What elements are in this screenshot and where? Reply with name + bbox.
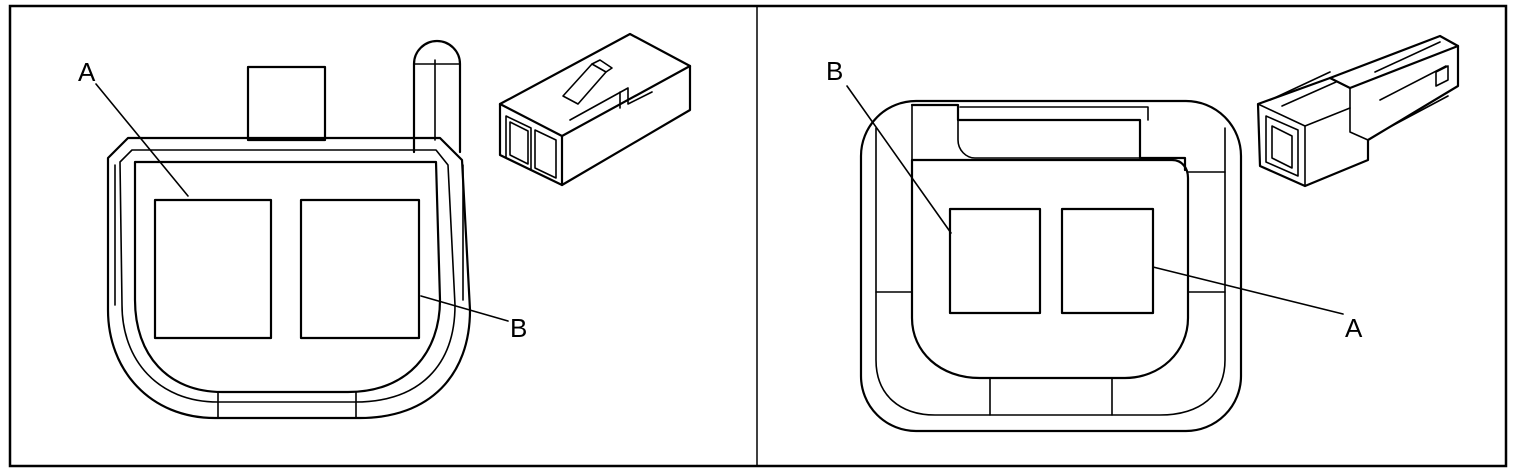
left-latch-tab <box>246 65 327 142</box>
right-panel: B A <box>826 34 1460 433</box>
right-terminal-b <box>948 207 1042 315</box>
right-callout-b: B <box>826 56 843 86</box>
left-connector-face <box>106 39 472 420</box>
left-housing-outer <box>106 136 472 420</box>
right-housing-ring <box>875 127 1226 416</box>
right-cavity <box>910 158 1190 380</box>
right-top-recess <box>910 103 1187 172</box>
right-connector-face <box>859 99 1243 433</box>
right-leader-a <box>1152 266 1344 315</box>
left-leader-b <box>420 295 509 322</box>
left-side-post <box>412 39 462 154</box>
right-leader-b <box>846 85 952 234</box>
right-housing-outer <box>859 99 1243 433</box>
left-connector-iso-view <box>498 32 692 187</box>
right-callout-a: A <box>1345 313 1363 343</box>
left-panel: A B <box>78 32 692 420</box>
left-leader-a <box>95 83 189 197</box>
right-terminal-a <box>1060 207 1155 315</box>
left-terminal-b <box>299 198 421 340</box>
right-connector-iso-view <box>1256 34 1460 188</box>
diagram-frame <box>8 4 1508 468</box>
left-terminal-a <box>153 198 273 340</box>
left-housing-lip <box>119 149 456 403</box>
left-callout-a: A <box>78 57 96 87</box>
left-cavity <box>133 160 442 394</box>
left-callout-b: B <box>510 313 527 343</box>
